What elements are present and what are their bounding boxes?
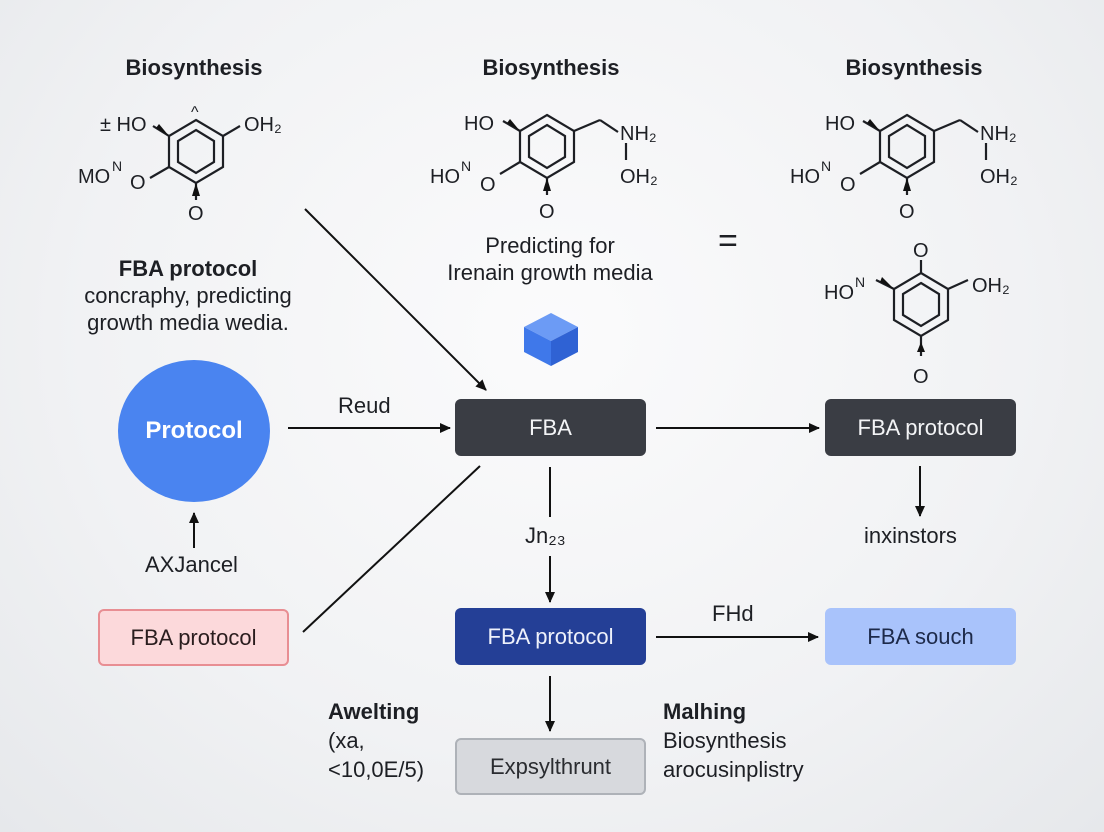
- fba-souch-node[interactable]: FBA souch: [825, 608, 1016, 665]
- m1-label-e: O: [188, 203, 204, 225]
- left-description: FBA protocol concraphy, predicting growt…: [48, 255, 328, 336]
- edge-molecule1-to-fba: [304, 208, 487, 391]
- bottom-left-line1: (xa,: [328, 728, 365, 753]
- molecule-3: [859, 113, 988, 195]
- m1-label-d: O: [130, 172, 146, 194]
- m1-label-b: OH₂: [244, 114, 282, 136]
- bottom-left-heading: Awelting: [328, 699, 420, 724]
- m2-label-d-sup: N: [461, 158, 471, 174]
- bottom-right-line2: arocusinplistry: [663, 757, 804, 782]
- m1-label-f: ^: [191, 104, 199, 121]
- m3-label-a: HO: [825, 113, 855, 135]
- edge-label-reud: Reud: [338, 393, 391, 418]
- m4-label-a: O: [913, 240, 929, 262]
- expsylthrunt-node[interactable]: Expsylthrunt: [455, 738, 646, 795]
- molecule-2: [499, 113, 628, 195]
- edge-label-fhd: FHd: [712, 601, 754, 626]
- m2-label-e: O: [480, 174, 496, 196]
- bottom-right-heading: Malhing: [663, 699, 747, 724]
- mid-description-line1: Predicting for: [485, 233, 615, 258]
- mid-description: Predicting for Irenain growth media: [410, 232, 690, 286]
- cube-icon: [524, 313, 578, 366]
- fba-protocol-navy-node[interactable]: FBA protocol: [455, 608, 646, 665]
- m1-label-c: MO: [78, 166, 110, 188]
- m3-label-b: NH₂: [980, 123, 1017, 145]
- m2-label-f: O: [539, 201, 555, 223]
- molecule-4: [875, 260, 969, 356]
- m4-label-c: OH₂: [972, 275, 1010, 297]
- m2-label-b: NH₂: [620, 123, 657, 145]
- fba-node[interactable]: FBA: [455, 399, 646, 456]
- m2-label-c: OH₂: [620, 166, 658, 188]
- m1-label-c-sup: N: [112, 158, 122, 174]
- edge-label-inxinstors: inxinstors: [864, 523, 957, 548]
- m3-label-d: HO: [790, 166, 820, 188]
- left-description-line1: concraphy, predicting: [84, 283, 292, 308]
- fba-protocol-pink-node[interactable]: FBA protocol: [98, 609, 289, 666]
- equals-sign: =: [718, 222, 738, 260]
- bottom-right-line1: Biosynthesis: [663, 728, 787, 753]
- m2-label-d: HO: [430, 166, 460, 188]
- m4-label-b-sup: N: [855, 274, 865, 290]
- m3-label-d-sup: N: [821, 158, 831, 174]
- mid-column-title: Biosynthesis: [482, 55, 620, 80]
- left-description-line2: growth media wedia.: [87, 310, 289, 335]
- protocol-circle-node[interactable]: Protocol: [118, 360, 270, 502]
- left-description-heading: FBA protocol: [118, 256, 258, 281]
- left-column-title: Biosynthesis: [125, 55, 263, 80]
- m2-label-a: HO: [464, 113, 494, 135]
- edge-label-jn23: Jn₂₃: [525, 523, 566, 548]
- edge-label-axjancel: AXJancel: [145, 552, 238, 577]
- m4-label-d: O: [913, 366, 929, 388]
- m3-label-f: O: [899, 201, 915, 223]
- edge-pink-to-fba: [302, 465, 481, 633]
- mid-description-line2: Irenain growth media: [447, 260, 653, 285]
- m3-label-e: O: [840, 174, 856, 196]
- fba-protocol-right-node[interactable]: FBA protocol: [825, 399, 1016, 456]
- right-column-title: Biosynthesis: [845, 55, 983, 80]
- bottom-left-annotation: Awelting (xa, <10,0E/5): [328, 697, 424, 784]
- bottom-right-annotation: Malhing Biosynthesis arocusinplistry: [663, 697, 804, 784]
- m3-label-c: OH₂: [980, 166, 1018, 188]
- bottom-left-line2: <10,0E/5): [328, 757, 425, 782]
- m1-label-a: ± HO: [100, 114, 147, 136]
- m4-label-b: HO: [824, 282, 854, 304]
